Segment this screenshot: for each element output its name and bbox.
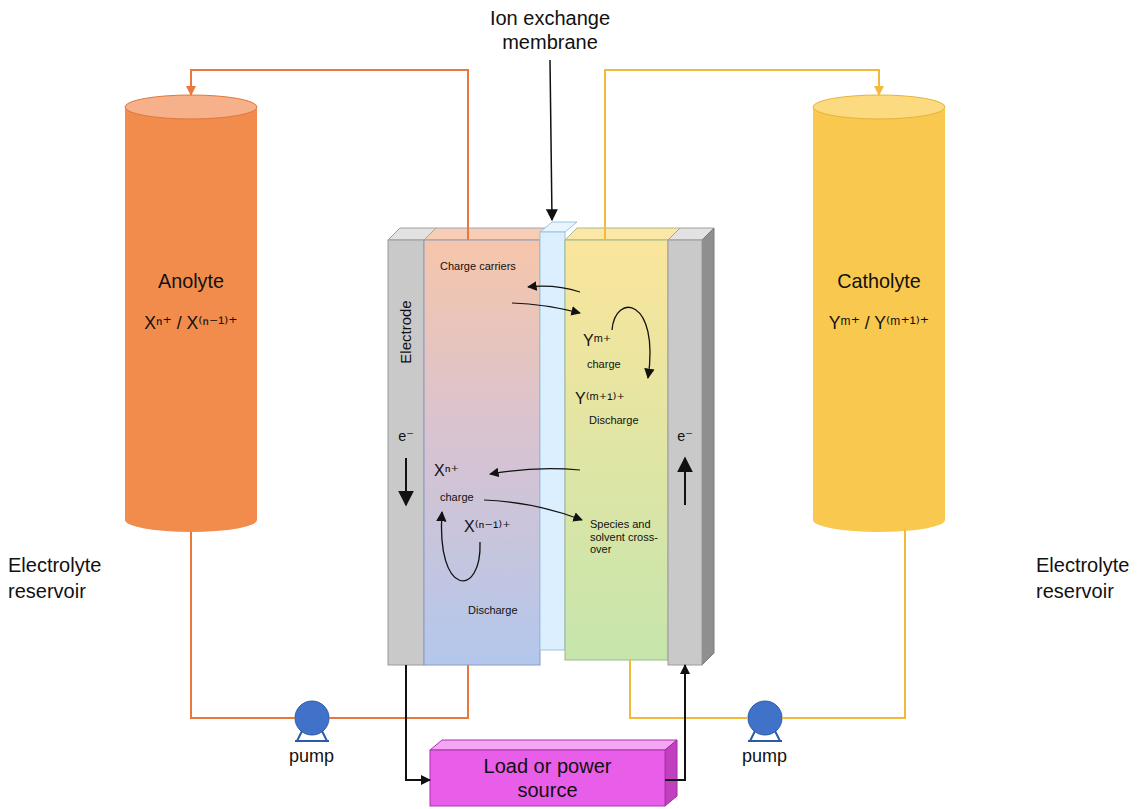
pump-label: pump: [742, 746, 787, 767]
crossover-arrow: [484, 500, 582, 520]
pump-label: pump: [289, 746, 334, 767]
pipe: [630, 660, 748, 718]
process-label: charge: [440, 491, 474, 504]
anolyte-compartment: Charge carriersXⁿ⁺ chargeX⁽ⁿ⁻¹⁾⁺ Discharge: [424, 240, 540, 665]
wire: [665, 665, 685, 780]
load-box: [430, 740, 677, 806]
crossover-arrow: [512, 303, 580, 313]
electrode-label: Electrode: [397, 300, 414, 363]
anolyte-compartment: [424, 228, 552, 665]
pipe: [329, 665, 468, 718]
process-label: Discharge: [468, 604, 518, 617]
anolyte-tank: AnolyteXⁿ⁺ / X⁽ⁿ⁻¹⁾⁺: [125, 95, 257, 532]
electrode: Electrode e⁻: [388, 240, 424, 665]
annotation: Charge carriers: [440, 260, 516, 273]
wire: [406, 665, 430, 780]
catholyte-compartment: Yᵐ⁺ chargeY⁽ᵐ⁺¹⁾⁺ DischargeSpecies and sol…: [565, 240, 668, 660]
load-box: Load or power source: [430, 750, 665, 806]
process-label: charge: [587, 358, 621, 371]
pump-symbol: [295, 701, 329, 741]
process-label: Discharge: [589, 414, 639, 427]
redox-couple: Yᵐ⁺ / Y⁽ᵐ⁺¹⁾⁺: [813, 313, 945, 333]
anolyte-tank: [125, 95, 257, 532]
pipe: [191, 70, 468, 240]
tank-name: Anolyte: [125, 270, 257, 293]
reservoir-label: Electrolyte reservoir: [1036, 552, 1142, 604]
pipe: [605, 70, 879, 240]
electron-label: e⁻: [388, 428, 424, 445]
membrane-label: Ion exchange membrane: [485, 6, 615, 54]
crossover-arrow: [528, 286, 580, 292]
pointer-arrow: [550, 60, 552, 220]
electron-arrow: [684, 458, 686, 505]
pump-symbol: [748, 701, 782, 741]
electron-label: e⁻: [668, 428, 702, 445]
catholyte-tank: CatholyteYᵐ⁺ / Y⁽ᵐ⁺¹⁾⁺: [813, 95, 945, 532]
load-label: Load or power source: [468, 754, 628, 802]
pipe: [782, 530, 905, 718]
pump: pump: [295, 701, 329, 735]
species-label: Y⁽ᵐ⁺¹⁾⁺: [575, 390, 625, 408]
pipe: [191, 532, 295, 718]
catholyte-tank: [813, 95, 945, 532]
species-label: Yᵐ⁺: [583, 332, 611, 350]
electrode: e⁻: [668, 240, 702, 665]
electrode-plate: [668, 228, 714, 665]
catholyte-compartment: [565, 228, 680, 660]
crossover-arrow: [490, 469, 580, 474]
tank-name: Catholyte: [813, 270, 945, 293]
redox-couple: Xⁿ⁺ / X⁽ⁿ⁻¹⁾⁺: [125, 313, 257, 333]
reservoir-label: Electrolyte reservoir: [8, 552, 120, 604]
pump: pump: [748, 701, 782, 735]
species-label: Xⁿ⁺: [434, 462, 459, 480]
electron-arrow: [405, 458, 407, 505]
species-label: X⁽ⁿ⁻¹⁾⁺: [464, 518, 511, 536]
annotation: Species and solvent cross-over: [590, 518, 666, 556]
